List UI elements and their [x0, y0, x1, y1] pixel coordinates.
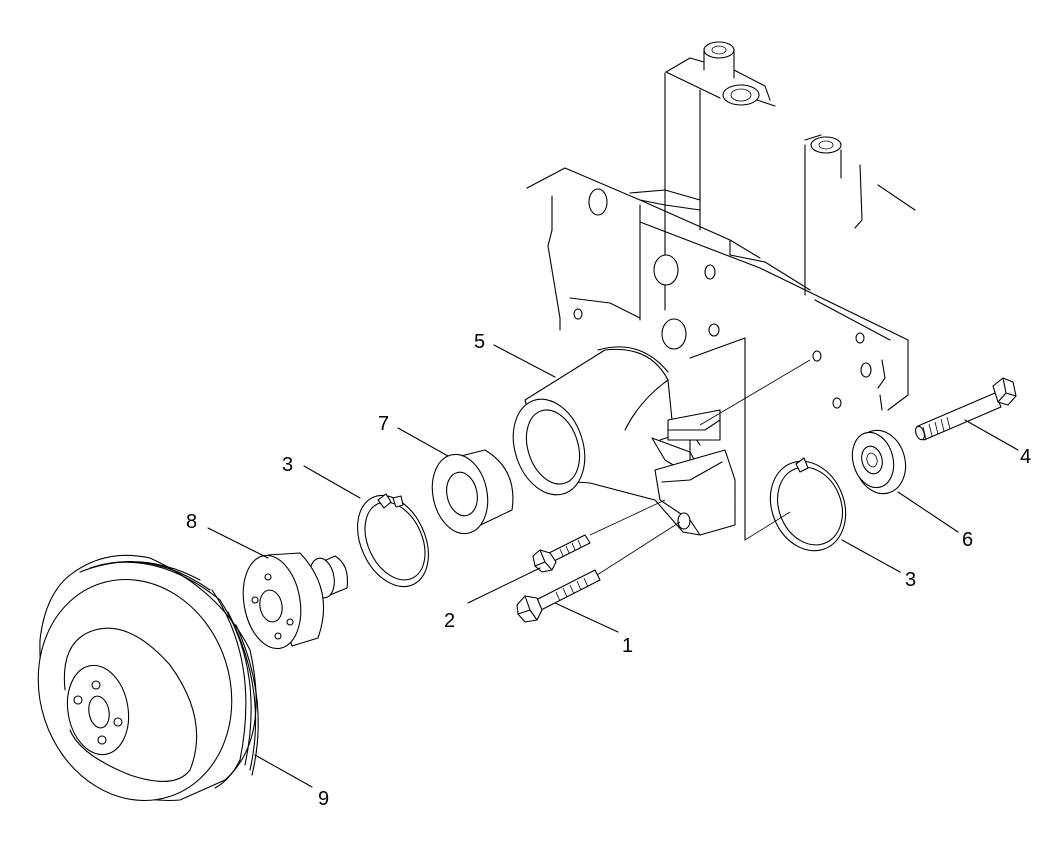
part-3-snap-ring-left [357, 493, 429, 588]
callout-labels: 1 2 3 3 4 5 6 7 8 9 [186, 331, 1031, 810]
part-6-washer [851, 429, 907, 495]
callout-6: 6 [962, 529, 973, 551]
assembly-axis-lines [589, 359, 811, 576]
part-7-bushing [431, 449, 514, 535]
callout-7: 7 [378, 413, 389, 435]
callout-1: 1 [622, 635, 633, 657]
part-4-long-bolt [914, 377, 1017, 441]
part-5-bracket-housing [512, 346, 736, 536]
callout-8: 8 [186, 511, 197, 533]
callout-3-left: 3 [282, 454, 293, 476]
callout-5: 5 [474, 331, 485, 353]
callout-2: 2 [444, 610, 455, 632]
part-1-hex-bolt [516, 569, 601, 623]
engine-front-cover [526, 41, 916, 541]
part-3-snap-ring-right [769, 457, 847, 552]
callout-9: 9 [318, 788, 329, 810]
leader-lines [207, 344, 1019, 788]
part-8-pulley-hub [242, 552, 349, 650]
callout-3-right: 3 [905, 569, 916, 591]
part-2-short-bolt [532, 534, 591, 573]
part-9-grooved-pulley [37, 554, 259, 802]
callout-4: 4 [1020, 446, 1031, 468]
